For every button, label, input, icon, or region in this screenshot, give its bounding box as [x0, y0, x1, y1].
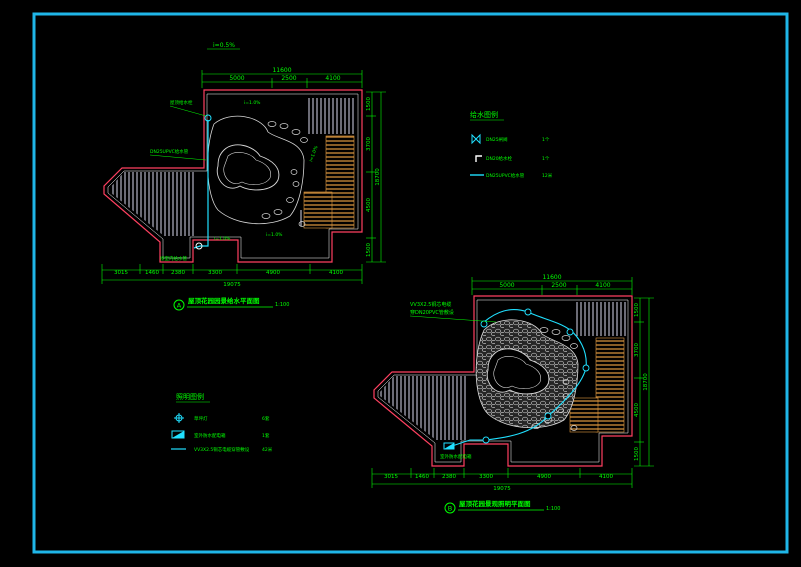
plan-b-lighting: 11600 5000 2500 4100 1500 3700 4500 1500… [371, 274, 654, 514]
plan-a-valve-icon [195, 242, 203, 250]
plan-b-label-conduit: 穿DN20PVC管敷设 [410, 309, 454, 316]
plan-a-label-hydrant: 屋顶给水栓 [170, 99, 193, 106]
plan-a-pond [216, 144, 280, 191]
plan-a-top-dim-3: 4100 [325, 75, 340, 82]
plan-a-bottom-dimensions [101, 264, 363, 284]
plan-b-right-dim-1: 1500 [634, 303, 640, 317]
plan-a-slope-2: i=1.0% [308, 144, 320, 162]
plan-a-hatched-wing [110, 172, 195, 236]
plan-a-bottom-dim-5: 4900 [266, 270, 280, 276]
plan-a-garden-path [207, 115, 305, 225]
plan-a-roof-boundary [103, 89, 363, 263]
plan-b-roof-boundary [373, 295, 633, 467]
plan-a-water-pipe [193, 120, 209, 249]
plan-b-label-box: 室外防水配电箱 [440, 453, 472, 460]
plan-b-pond [486, 348, 550, 395]
plan-a-right-total: 18700 [375, 168, 381, 186]
lighting-legend: 照明图例 草坪灯 6套 室外防水配电箱 1套 VV3X2.5铜芯电缆穿管敷设 4… [171, 392, 273, 453]
plan-b-deck [595, 337, 625, 433]
svg-text:1套: 1套 [262, 432, 270, 439]
water-legend: 给水图例 DN25闸阀 1个 DN20给水栓 1个 DN25UPVC给水管 12… [470, 110, 553, 179]
plan-b-bottom-dim-3: 2380 [442, 474, 456, 480]
plan-b-lawn-lamps [480, 308, 590, 444]
plan-a-top-dim-1: 5000 [229, 75, 244, 82]
svg-text:12米: 12米 [542, 172, 553, 179]
plan-a-top-dim-2: 2500 [281, 75, 296, 82]
plan-a-right-dim-2: 3700 [366, 137, 372, 151]
plan-a-top-dimensions [201, 70, 363, 88]
plan-b-bottom-dim-1: 3015 [384, 474, 398, 480]
plan-a-slope-3: i=1.0% [266, 232, 283, 238]
plan-b-bottom-dim-2: 1460 [415, 474, 429, 480]
plan-b-label-cable: VV3X2.5铜芯电缆 [410, 301, 451, 308]
plan-b-distribution-box-icon [443, 442, 455, 450]
plan-a-right-dimensions [366, 91, 386, 263]
plan-a-bottom-total: 19075 [223, 282, 241, 288]
plan-b-title: 屋顶花园景观照明平面图 [459, 499, 531, 508]
lamp-icon [174, 413, 184, 423]
plan-a-bottom-dim-6: 4100 [329, 270, 343, 276]
plan-b-top-dim-3: 4100 [595, 282, 610, 289]
plan-b-bottom-total: 19075 [493, 486, 511, 492]
plan-a-hydrant-icon [204, 114, 212, 122]
plan-a-bottom-dim-4: 3300 [208, 270, 222, 276]
plan-b-scale: 1:100 [546, 506, 560, 512]
svg-text:DN25UPVC给水管: DN25UPVC给水管 [486, 172, 525, 179]
plan-b-right-total: 18700 [643, 373, 649, 391]
svg-text:1个: 1个 [542, 137, 550, 143]
tap-icon [475, 155, 482, 162]
plan-a-title: 屋顶花园园景给水平面图 [188, 296, 260, 305]
plan-a-water-supply: i=0.5% 11600 5000 2500 4100 1500 3700 45… [101, 42, 386, 311]
svg-text:A: A [177, 302, 182, 310]
plan-b-right-dimensions [634, 297, 654, 467]
plan-b-stepping-stones [531, 327, 578, 431]
svg-text:DN25闸阀: DN25闸阀 [486, 136, 508, 143]
plan-a-slope-4: i=1.0% [214, 236, 231, 242]
plan-b-hatched-corner [576, 302, 626, 336]
svg-text:1个: 1个 [542, 156, 550, 162]
plan-a-scale: 1:100 [275, 302, 289, 308]
plan-a-right-dim-3: 4500 [366, 198, 372, 212]
plan-b-top-dimensions [471, 277, 633, 295]
plan-b-right-dim-2: 3700 [634, 343, 640, 357]
plan-b-top-dim-2: 2500 [551, 282, 566, 289]
plan-b-bottom-dim-5: 4900 [537, 474, 551, 480]
plan-a-top-total: 11600 [272, 67, 291, 74]
plan-a-marker [173, 299, 185, 311]
plan-b-hatched-wing [380, 376, 466, 440]
plan-a-bottom-dim-3: 2380 [171, 270, 185, 276]
svg-text:室外防水配电箱: 室外防水配电箱 [194, 432, 226, 439]
plan-a-level: i=0.5% [213, 42, 235, 49]
plan-b-top-dim-1: 5000 [499, 282, 514, 289]
plan-a-bottom-dim-2: 1460 [145, 270, 159, 276]
plan-a-label-supply: 接室内给水管 [160, 255, 187, 262]
box-icon [171, 430, 185, 439]
water-legend-title: 给水图例 [470, 110, 498, 119]
plan-a-slope-1: i=1.0% [244, 100, 261, 106]
plan-b-bottom-dim-4: 3300 [479, 474, 493, 480]
sheet-frame [32, 12, 789, 554]
svg-text:草坪灯: 草坪灯 [194, 415, 208, 422]
plan-b-bottom-dimensions [371, 468, 633, 488]
plan-b-top-total: 11600 [542, 274, 561, 281]
svg-text:DN20给水栓: DN20给水栓 [486, 155, 513, 162]
plan-a-label-pipe: DN25UPVC给水管 [150, 148, 189, 155]
plan-a-stepping-stones [261, 121, 308, 227]
plan-a-right-dim-4: 1500 [366, 243, 372, 257]
plan-b-marker [444, 502, 456, 514]
plan-b-bottom-dim-6: 4100 [599, 474, 613, 480]
svg-text:6套: 6套 [262, 415, 270, 422]
plan-a-hatched-corner [306, 98, 356, 134]
plan-b-right-dim-4: 1500 [634, 447, 640, 461]
plan-a-bottom-dim-1: 3015 [114, 270, 128, 276]
svg-text:VV3X2.5铜芯电缆穿管敷设: VV3X2.5铜芯电缆穿管敷设 [194, 446, 250, 453]
plan-b-right-dim-3: 4500 [634, 403, 640, 417]
plan-a-right-dim-1: 1500 [366, 97, 372, 111]
valve-icon [471, 133, 481, 145]
lighting-legend-title: 照明图例 [176, 392, 204, 401]
svg-text:B: B [448, 505, 452, 513]
svg-text:42米: 42米 [262, 446, 273, 453]
